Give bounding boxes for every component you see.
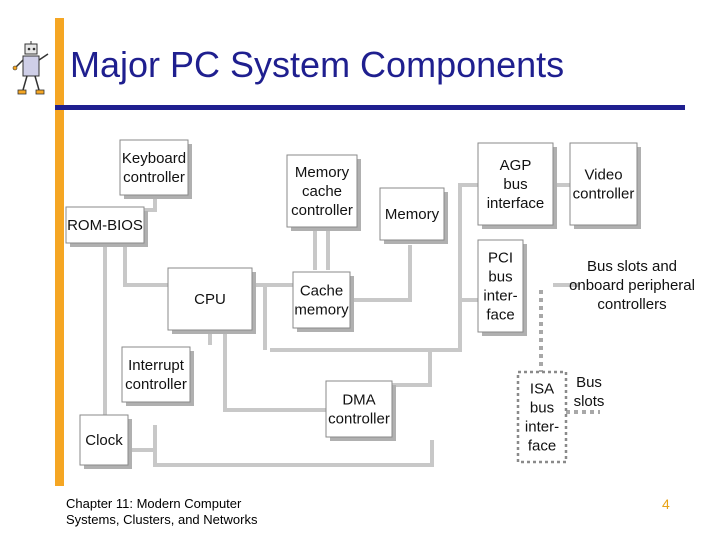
keyboard-label-line: controller <box>123 169 185 186</box>
clock-label-line: Clock <box>85 432 123 449</box>
rombios-box: ROM-BIOS <box>65 206 148 247</box>
video-label-line: controller <box>573 186 635 203</box>
pci-label-line: face <box>486 307 514 324</box>
bus-slots-onboard-text: onboard peripheral <box>569 277 695 294</box>
interrupt-label-line: controller <box>125 376 187 393</box>
cpu-label-line: CPU <box>194 291 226 308</box>
isa-label-line: bus <box>530 400 554 417</box>
component-labels: Bus slots and onboard peripheral controlle… <box>569 258 695 410</box>
memcache-box: Memory cache controller <box>286 154 361 231</box>
agp-label-line: bus <box>503 176 527 193</box>
agp-label-line: AGP <box>500 157 532 174</box>
isa-label-line: ISA <box>530 381 554 398</box>
memcache-label-line: cache <box>302 183 342 200</box>
clock-box: Clock <box>79 414 132 469</box>
dma-label-line: DMA <box>342 392 375 409</box>
bus-slots-text: Bus <box>576 374 602 391</box>
footer-line-1: Chapter 11: Modern Computer <box>66 496 242 511</box>
cachemem-label-line: memory <box>294 302 349 319</box>
bus-slots-onboard-text: controllers <box>597 296 666 313</box>
dma-label-line: controller <box>328 411 390 428</box>
dma-box: DMA controller <box>325 380 396 441</box>
isa-label-line: face <box>528 438 556 455</box>
title-underline <box>55 105 685 110</box>
keyboard-box: Keyboard controller <box>119 139 192 199</box>
slide-title: Major PC System Components <box>70 44 565 85</box>
interrupt-label-line: Interrupt <box>128 357 185 374</box>
isa-label-line: inter- <box>525 419 559 436</box>
component-boxes: KeyboardcontrollerROM-BIOSCPUInterruptco… <box>65 139 641 469</box>
footer-chapter-text: Chapter 11: Modern Computer Systems, Clu… <box>66 496 326 528</box>
cachemem-box: Cache memory <box>292 271 354 332</box>
cachemem-label-line: Cache <box>300 283 343 300</box>
accent-bar <box>55 18 64 486</box>
pci-label-line: PCI <box>488 250 513 267</box>
video-label-line: Video <box>584 167 622 184</box>
memcache-label-line: controller <box>291 202 353 219</box>
bus-slots-onboard-text: Bus slots and <box>587 258 677 275</box>
pci-label-line: bus <box>488 269 512 286</box>
pci-label-line: inter- <box>483 288 517 305</box>
footer-line-2: Systems, Clusters, and Networks <box>66 512 258 527</box>
bus-connectors <box>103 183 580 467</box>
isa-box: ISA bus inter-face <box>516 370 568 464</box>
interrupt-box: Interrupt controller <box>121 346 194 406</box>
memcache-label-line: Memory <box>295 164 350 181</box>
bus-slots-text: slots <box>574 393 605 410</box>
agp-label-line: interface <box>487 195 545 212</box>
robot-mascot-icon <box>12 41 49 95</box>
agp-box: AGP bus interface <box>477 142 557 229</box>
memory-box: Memory <box>379 187 448 244</box>
video-box: Video controller <box>569 142 641 229</box>
pci-box: PCI bus inter-face <box>477 239 527 336</box>
page-number: 4 <box>662 496 670 512</box>
cpu-box: CPU <box>167 267 256 334</box>
rombios-label-line: ROM-BIOS <box>67 217 143 234</box>
keyboard-label-line: Keyboard <box>122 150 186 167</box>
isa-dotted-links <box>539 290 600 414</box>
memory-label-line: Memory <box>385 206 440 223</box>
